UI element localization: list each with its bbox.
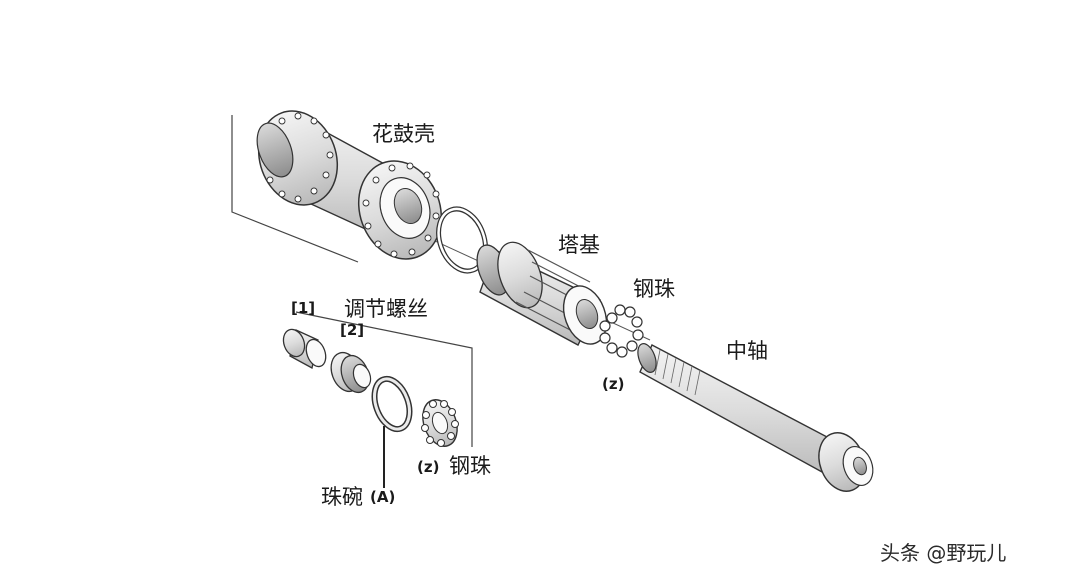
adjusting-nut-2 <box>330 351 372 394</box>
bearing-cup <box>371 375 413 488</box>
axle <box>637 343 874 492</box>
label-marker-2: [2] <box>340 321 364 339</box>
seal-ring <box>436 206 488 274</box>
label-ball-z-left: (z) <box>417 458 439 476</box>
ball-retainer-left <box>421 399 459 447</box>
label-hub-shell: 花鼓壳 <box>372 122 435 146</box>
label-balls-right: 钢珠 <box>633 277 675 301</box>
label-adjusting-nut: 调节螺丝 <box>344 297 428 321</box>
label-ball-z-right: (z) <box>602 375 624 393</box>
hub-shell <box>256 110 443 260</box>
label-marker-1: [1] <box>291 299 315 317</box>
ball-ring-right <box>599 304 644 358</box>
nut-group-frame <box>295 311 473 447</box>
label-cup-a: (A) <box>370 488 395 506</box>
label-freehub-body: 塔基 <box>558 233 600 257</box>
label-balls-left: 钢珠 <box>449 454 491 478</box>
adjusting-nut-1 <box>282 328 327 369</box>
watermark: 头条 @野玩儿 <box>880 541 1006 565</box>
hub-shell-frame <box>231 115 359 263</box>
label-axle: 中轴 <box>726 339 768 363</box>
label-bearing-cup: 珠碗 <box>321 485 363 509</box>
freehub-body <box>476 241 608 346</box>
